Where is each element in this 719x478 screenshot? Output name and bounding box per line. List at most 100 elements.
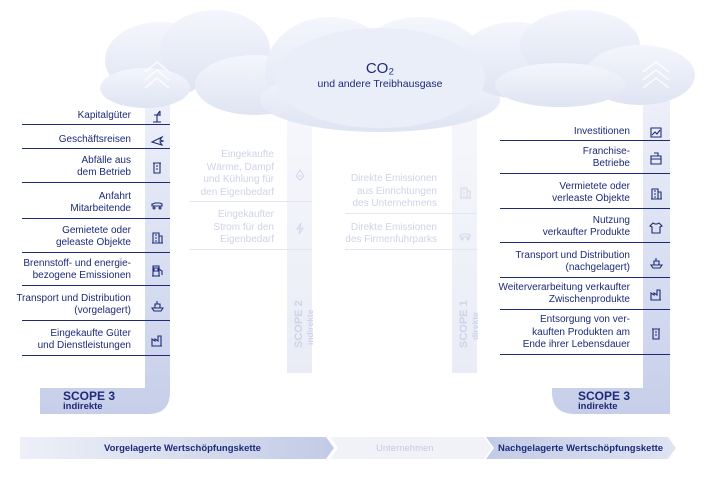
right-item-1-label: Investitionen — [470, 126, 630, 139]
left-item-3-label-line: dem Betrieb — [77, 167, 131, 178]
scope2-item-2-label-line: Eingekaufter — [217, 209, 274, 221]
left-item-1-label-line: Kapitalgüter — [77, 109, 131, 121]
right-item-6-underline — [500, 308, 670, 310]
car-icon — [458, 227, 472, 241]
left-item-4-underline — [22, 217, 170, 219]
right-item-3-label-line: Vermietete oder — [559, 180, 630, 192]
scope2-subtitle: indirekte — [305, 309, 315, 345]
downstream-arrow-shape — [486, 437, 676, 459]
upward-chevrons — [144, 61, 670, 89]
left-item-8-underline — [22, 354, 170, 356]
right-item-2-label: Franchise-Betriebe — [470, 146, 630, 171]
right-item-5-label-line: Transport und Distribution — [515, 249, 630, 261]
right-item-2-label-line: Franchise- — [582, 145, 630, 157]
left-item-5-label-line: geleaste Objekte — [55, 237, 131, 248]
scope1-item-2-label-line: Direkte Emissionen — [350, 221, 437, 233]
right-item-3-underline — [500, 207, 670, 209]
scope1-item-2-underline — [345, 248, 477, 250]
right-item-2-label-line: Betriebe — [592, 158, 630, 169]
scope2-column — [287, 118, 312, 373]
left-item-2-underline — [22, 148, 170, 150]
left-item-3-label-line: Abfälle aus — [81, 154, 131, 166]
left-item-4-label-line: Mitarbeitende — [70, 203, 131, 214]
cloud-core — [275, 28, 485, 128]
scope1-item-1-underline — [345, 212, 477, 214]
scope3-right-tube — [552, 92, 670, 414]
right-item-4-label-line: verkaufter Produkte — [542, 227, 630, 238]
left-item-6-label-line: bezogene Emissionen — [32, 270, 131, 281]
building-icon — [458, 185, 472, 199]
store-icon — [649, 151, 663, 165]
ship-icon — [150, 298, 164, 312]
chart-icon — [649, 125, 663, 139]
left-item-4-label-line: Anfahrt — [98, 190, 131, 202]
ship-icon — [649, 255, 663, 269]
left-item-2-label-line: Geschäftsreisen — [58, 133, 131, 145]
left-item-5-underline — [22, 251, 170, 253]
scope2-item-1-label-line: und Kühlung für — [203, 174, 274, 185]
right-item-4-underline — [500, 241, 670, 243]
company-label: Unternehmen — [376, 443, 434, 454]
left-item-1-label: Kapitalgüter — [0, 110, 131, 123]
tshirt-icon — [649, 220, 663, 234]
scope2-item-1-underline — [190, 201, 312, 202]
right-item-1-underline — [500, 140, 670, 142]
right-item-3-label-line: verleaste Objekte — [552, 193, 630, 204]
heat-icon — [293, 167, 307, 181]
left-item-5-label-line: Gemietete oder — [62, 224, 131, 236]
left-item-7-label-line: Transport und Distribution — [16, 292, 131, 304]
airplane-icon — [150, 133, 164, 147]
factory-icon — [649, 287, 663, 301]
scope1-column — [452, 118, 477, 373]
scope2-item-1-label-line: Wärme, Dampf — [206, 161, 274, 173]
scope2-sub: indirekte — [300, 310, 318, 345]
scope2-item-2-label-line: Eigenbedarf — [220, 234, 274, 246]
cloud-subtitle: und andere Treibhausgase — [317, 78, 443, 90]
building-icon — [150, 230, 164, 244]
left-item-6-label-line: Brennstoff- und energie- — [23, 257, 131, 269]
scope2-item-1-label-line: den Eigenbedarf — [200, 186, 274, 198]
left-item-7-label-line: (vorgelagert) — [74, 305, 131, 316]
downstream-label: Nachgelagerte Wertschöpfungskette — [498, 443, 664, 454]
upstream-label: Vorgelagerte Wertschöpfungskette — [104, 443, 261, 454]
cloud-title: CO₂ — [365, 60, 395, 77]
lightning-icon — [293, 221, 307, 235]
company-arrow-shape — [330, 437, 492, 459]
waste-bin-icon — [150, 160, 164, 174]
scope1-item-1-label-line: des Unternehmens — [352, 198, 438, 210]
scope1-item-1-label-line: aus Einrichtungen — [356, 185, 437, 197]
scope2-item-2-underline — [190, 248, 312, 250]
left-item-2-label: Geschäftsreisen — [0, 134, 131, 147]
left-item-3-underline — [22, 181, 170, 183]
left-item-7-underline — [22, 319, 170, 321]
upstream-arrow-shape — [20, 437, 334, 459]
scope3-right-title: SCOPE 3 — [578, 389, 631, 403]
scope1-item-1-label-line: Direkte Emissionen — [350, 173, 437, 185]
fuel-pump-icon — [150, 263, 164, 277]
right-item-7-label-line: Entsorgung von ver- — [539, 314, 630, 326]
right-item-4-label-line: Nutzung — [592, 214, 630, 226]
right-item-5-label-line: (nachgelagert) — [565, 262, 630, 273]
factory-icon — [150, 333, 164, 347]
right-item-5-label: Transport und Distribution(nachgelagert) — [470, 250, 630, 275]
right-item-7-underline — [500, 353, 670, 355]
right-item-6-label-line: Zwischenprodukte — [548, 294, 630, 305]
crane-icon — [150, 109, 164, 123]
right-item-5-underline — [500, 276, 670, 278]
right-item-6-label-line: Weiterverarbeitung verkaufter — [498, 281, 630, 293]
scope3-left-subtitle: indirekte — [63, 401, 103, 412]
scope3-right-subtitle: indirekte — [578, 401, 618, 412]
